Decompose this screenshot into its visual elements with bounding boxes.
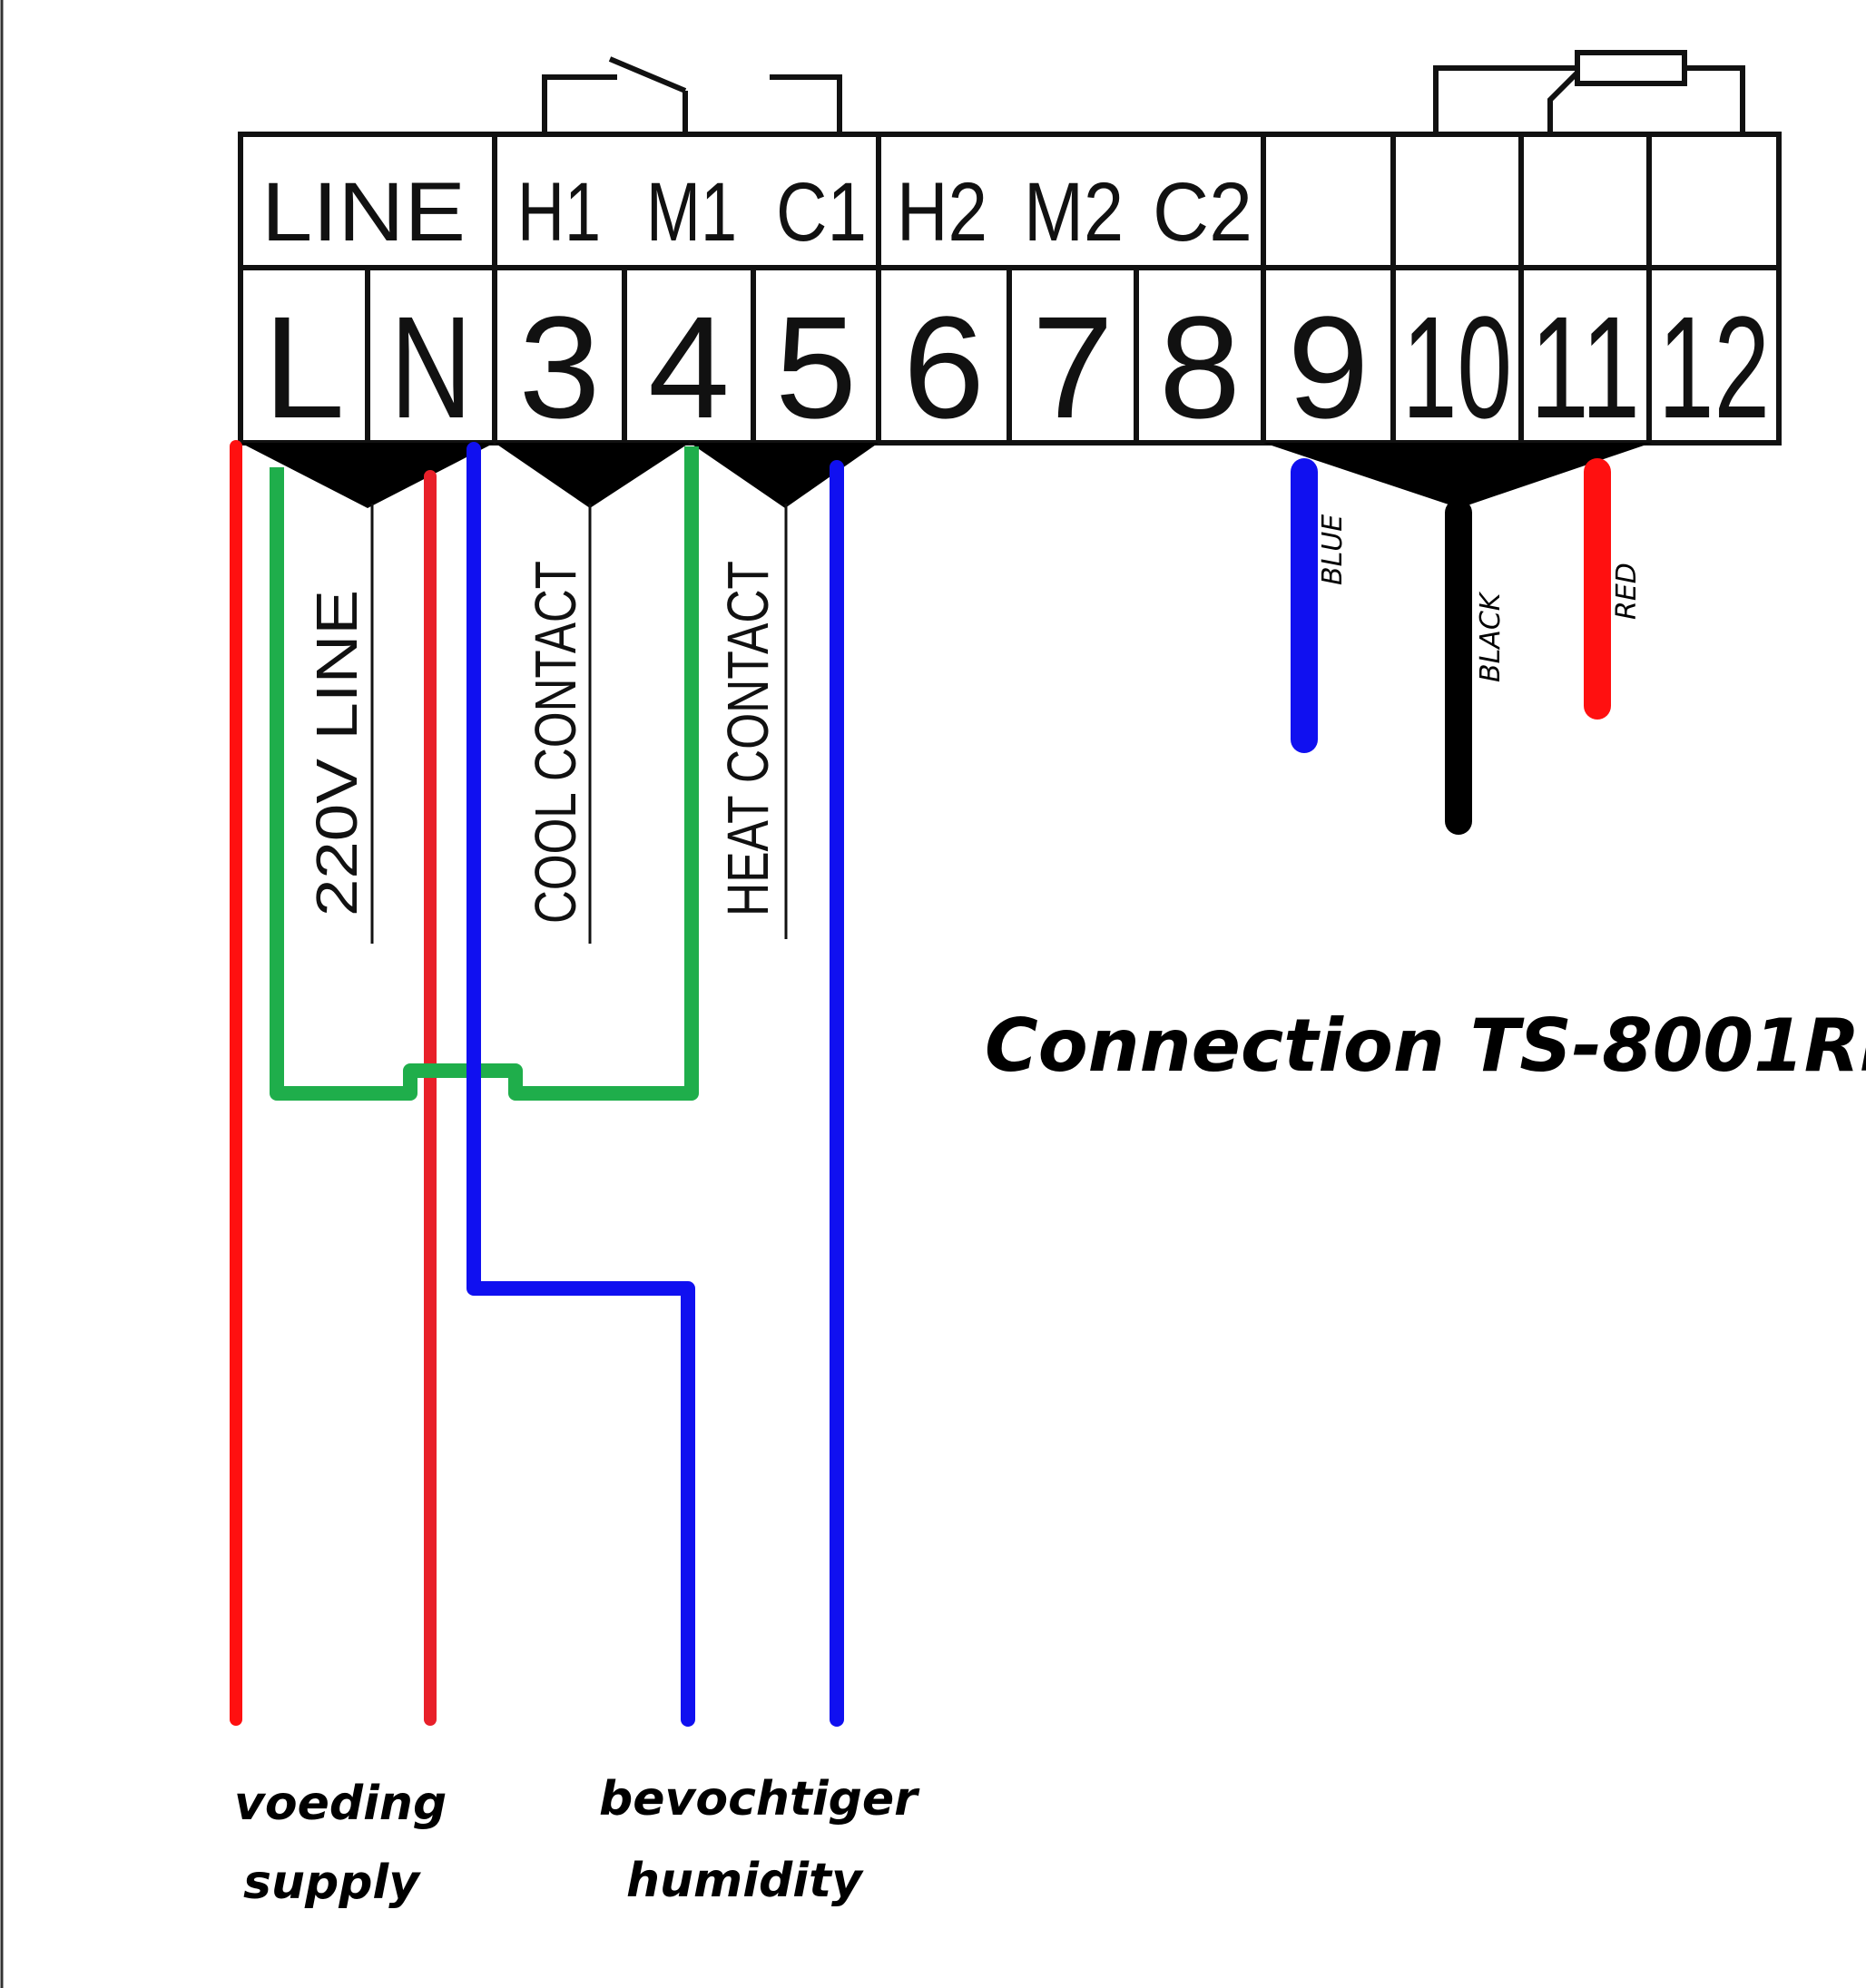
- terminal-5: 5: [775, 286, 857, 448]
- terminal-9: 9: [1288, 286, 1370, 448]
- header-h2: H2: [897, 166, 987, 259]
- terminal-10: 10: [1402, 286, 1512, 448]
- terminal-3: 3: [519, 286, 601, 448]
- diagram-title: Connection TS-8001RH: [985, 1004, 1866, 1088]
- caption-humidifier-en: humidity: [626, 1854, 864, 1908]
- label-cool-contact: COOL CONTACT: [523, 561, 588, 924]
- jumper-wire-green: [270, 446, 699, 1101]
- terminal-4: 4: [648, 286, 730, 448]
- terminal-6: 6: [903, 286, 985, 448]
- terminal-7: 7: [1032, 286, 1114, 448]
- terminal-N: N: [390, 286, 472, 448]
- caption-humidifier-nl: bevochtiger: [599, 1772, 920, 1826]
- header-c1: C1: [776, 166, 867, 259]
- terminal-12: 12: [1658, 286, 1770, 448]
- terminal-L: L: [263, 286, 345, 448]
- header-m2: M2: [1024, 166, 1124, 259]
- header-line: LINE: [261, 166, 466, 259]
- caption-supply-nl: voeding: [234, 1777, 447, 1831]
- relay-switch-symbol: [542, 56, 842, 134]
- label-black: BLACK: [1475, 591, 1507, 682]
- caption-supply-en: supply: [243, 1856, 421, 1910]
- label-heat-contact: HEAT CONTACT: [715, 561, 781, 916]
- terminal-11: 11: [1530, 286, 1640, 448]
- terminal-8: 8: [1159, 286, 1241, 448]
- header-h1: H1: [517, 166, 601, 259]
- label-blue: BLUE: [1317, 514, 1349, 585]
- sensor-resistor-symbol: [1433, 50, 1745, 134]
- label-220v-line: 220V LINE: [304, 590, 369, 916]
- wedge-tails: [370, 504, 788, 944]
- terminal-block: [238, 132, 1782, 446]
- label-red: RED: [1611, 563, 1643, 620]
- terminal-wedges: [241, 443, 1652, 508]
- header-m1: M1: [646, 166, 737, 259]
- humidifier-wire-left: [466, 442, 695, 1727]
- header-c2: C2: [1153, 166, 1252, 259]
